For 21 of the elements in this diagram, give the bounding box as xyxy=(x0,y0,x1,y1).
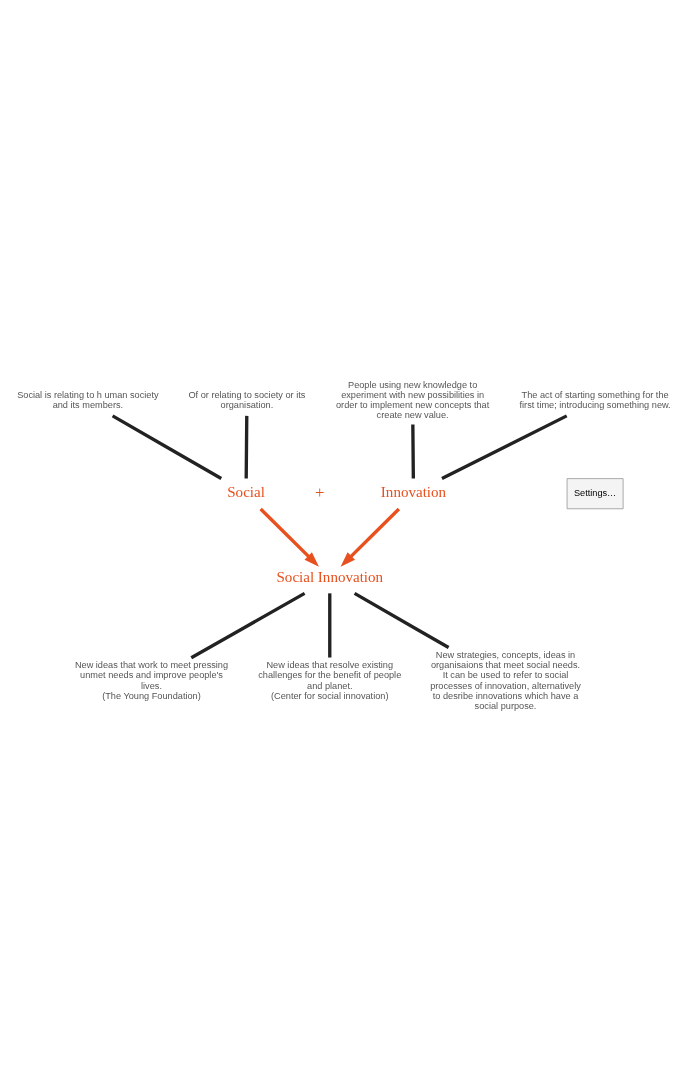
connector xyxy=(441,414,568,481)
node-text: The act of starting something for the first time; introducing something new. xyxy=(519,390,671,411)
label: Settings… xyxy=(573,488,617,499)
node-text: Social Innovation xyxy=(276,568,384,585)
node-text: New strategies, concepts, ideas in organisaions that meet social needs. It can be used to refer to social processes of innovation, alternatively to desribe innovations which have a social purpose. xyxy=(430,650,581,711)
node-text: Innovation xyxy=(380,484,447,501)
connector xyxy=(190,591,306,660)
node-text: Of or relating to society or its organisation. xyxy=(188,390,306,411)
node-text: Social xyxy=(227,484,265,501)
node-text: Social is relating to h uman society and its members. xyxy=(17,390,159,411)
connector xyxy=(111,414,223,480)
arrow xyxy=(259,507,319,567)
label: + xyxy=(315,482,325,502)
connector xyxy=(411,424,415,479)
arrow xyxy=(340,507,401,567)
connector xyxy=(353,591,450,649)
node-text: People using new knowledge to experiment with new possibilities in order to implement new concepts that create new value. xyxy=(336,380,490,421)
node-text: New ideas that resolve existing challenges for the benefit of people and planet. (Center for social innovation) xyxy=(258,660,402,701)
connector xyxy=(244,415,249,479)
node-text: New ideas that work to meet pressing unmet needs and improve people's lives. (The Young Foundation) xyxy=(74,660,229,701)
connector xyxy=(328,593,332,658)
